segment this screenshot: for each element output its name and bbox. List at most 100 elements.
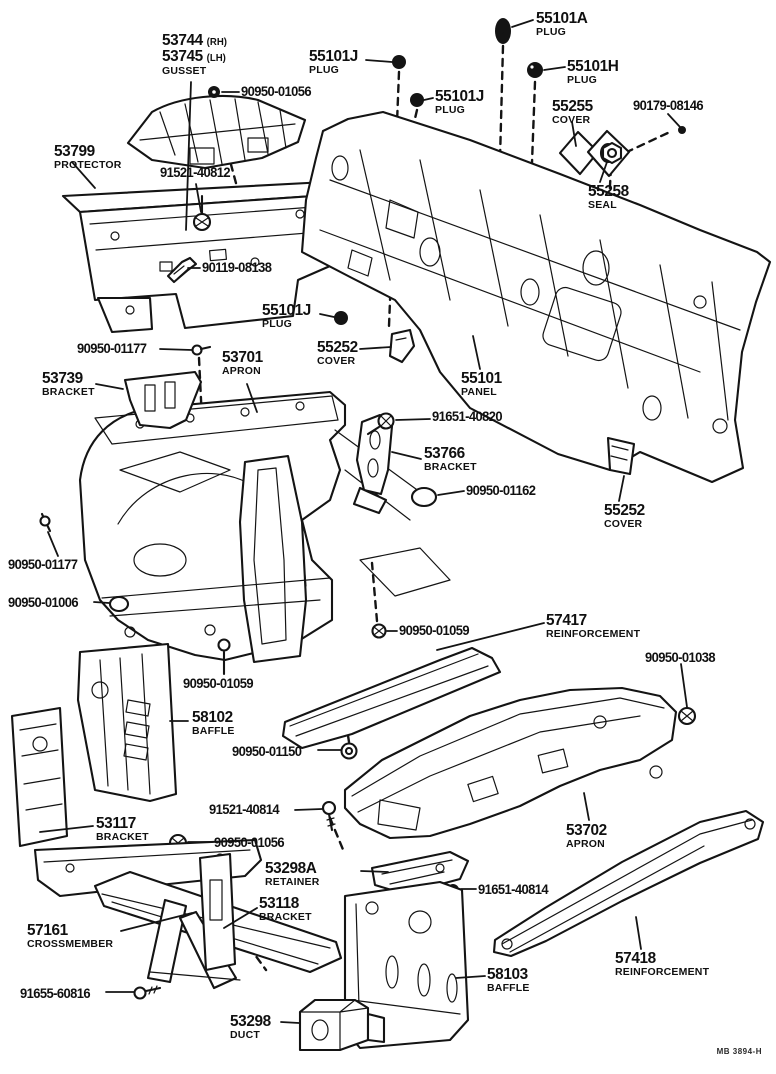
part-label-90119-08138: 90119-08138 xyxy=(202,261,274,275)
part-caption: PLUG xyxy=(309,64,339,77)
part-number: 90119-08138 xyxy=(202,260,272,275)
part-number: 55255 xyxy=(552,98,593,115)
part-number: 90950-01162 xyxy=(466,483,536,498)
bolt-91655-60816 xyxy=(133,985,162,1000)
part-label-90950-01059-b: 90950-01059 xyxy=(183,677,256,691)
part-label-91651-40814: 91651-40814 xyxy=(478,883,551,897)
part-label-90950-01038: 90950-01038 xyxy=(645,651,718,665)
part-number: 53744 (RH) 53745 (LH) xyxy=(162,32,227,66)
part-number: 53739 xyxy=(42,370,83,387)
bracket-53118-part xyxy=(198,852,237,972)
part-caption: REINFORCEMENT xyxy=(615,966,710,979)
dash-panel-part xyxy=(300,110,772,484)
nut-90179-part xyxy=(601,126,686,165)
clip-90950-01059-b xyxy=(217,638,231,676)
part-number: 90950-01038 xyxy=(645,650,716,665)
part-number: 58102 xyxy=(192,709,233,726)
part-caption: BRACKET xyxy=(96,831,149,844)
part-number: 55101A xyxy=(536,10,588,27)
part-number: 55101J xyxy=(435,88,484,105)
reinforcement-57417-part xyxy=(281,646,502,750)
part-label-90950-01006: 90950-01006 xyxy=(8,596,81,610)
part-label-90179-08146: 90179-08146 xyxy=(633,99,706,113)
bolt-91521-40812 xyxy=(192,194,212,232)
plate-code: MB 3894-H xyxy=(716,1047,762,1056)
part-caption: RETAINER xyxy=(265,876,320,889)
part-number: 90950-01177 xyxy=(8,557,78,572)
part-number: 55101J xyxy=(262,302,311,319)
part-number: 55258 xyxy=(588,183,629,200)
part-number: 53766 xyxy=(424,445,465,462)
part-number: 91651-40820 xyxy=(432,409,503,424)
protector-part xyxy=(61,179,359,334)
bolt-91651-40820 xyxy=(366,412,395,436)
part-number: 91521-40812 xyxy=(160,165,231,180)
bolt-91521-40814 xyxy=(321,800,337,832)
side-suffix: (LH) xyxy=(206,53,226,65)
bracket-53117-part xyxy=(33,838,263,898)
part-number: 53117 xyxy=(96,815,136,832)
part-caption: PROTECTOR xyxy=(54,159,122,172)
part-label-90950-01056-b: 90950-01056 xyxy=(214,836,287,850)
part-label-90950-01162: 90950-01162 xyxy=(466,484,538,498)
part-number: 57161 xyxy=(27,922,68,939)
part-label-91521-40812: 91521-40812 xyxy=(160,166,233,180)
part-number: 90950-01056 xyxy=(241,84,312,99)
part-label-90950-01150: 90950-01150 xyxy=(232,745,304,759)
side-plate-part xyxy=(10,706,69,848)
part-number: 90950-01059 xyxy=(183,676,254,691)
part-number: 90950-01177 xyxy=(77,341,147,356)
part-number: 55101J xyxy=(309,48,358,65)
part-number: 90179-08146 xyxy=(633,98,704,113)
part-caption: COVER xyxy=(604,518,643,531)
part-caption: APRON xyxy=(222,365,261,378)
cover-55255-part xyxy=(558,130,600,176)
part-caption: COVER xyxy=(317,355,356,368)
part-caption: PANEL xyxy=(461,386,497,399)
part-number: 90950-01056 xyxy=(214,835,285,850)
part-number: 91521-40814 xyxy=(209,802,280,817)
part-caption: COVER xyxy=(552,114,591,127)
part-caption: DUCT xyxy=(230,1029,260,1042)
leader-lines xyxy=(39,19,688,1024)
cover-55252-right-part xyxy=(606,436,636,476)
part-number: 55101H xyxy=(567,58,619,75)
part-number: 55101 xyxy=(461,370,502,387)
part-number: 55252 xyxy=(317,339,358,356)
part-caption: PLUG xyxy=(262,318,292,331)
part-label-91651-40820: 91651-40820 xyxy=(432,410,505,424)
part-number: 90950-01150 xyxy=(232,744,302,759)
grommet-90950-01038 xyxy=(677,706,697,726)
part-caption: REINFORCEMENT xyxy=(546,628,641,641)
part-caption: GUSSET xyxy=(162,64,207,77)
part-caption: SEAL xyxy=(588,199,617,212)
part-number: 58103 xyxy=(487,966,528,983)
part-number: 53799 xyxy=(54,143,95,160)
part-number: 53702 xyxy=(566,822,607,839)
front-apron-part xyxy=(78,390,451,664)
part-caption: PLUG xyxy=(435,104,465,117)
part-caption: PLUG xyxy=(567,74,597,87)
part-label-90950-01177-a: 90950-01177 xyxy=(77,342,149,356)
part-label-gusset: 53744 (RH) 53745 (LH)GUSSET xyxy=(162,32,230,77)
part-number: 90950-01059 xyxy=(399,623,470,638)
